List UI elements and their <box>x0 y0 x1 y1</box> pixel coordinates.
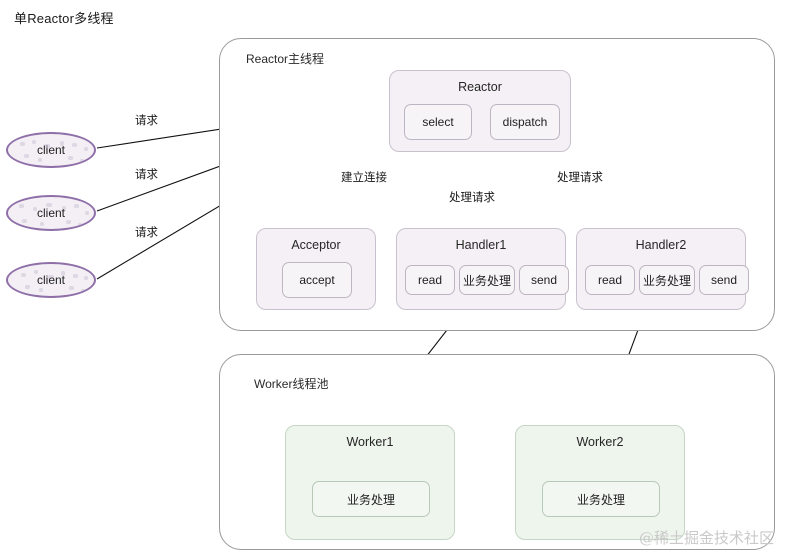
chip-accept[interactable]: accept <box>282 262 352 298</box>
edge-label-handle-request-right: 处理请求 <box>557 172 603 184</box>
client-node-3[interactable]: client <box>6 262 96 298</box>
edge-label-request-2: 请求 <box>135 169 158 181</box>
chip-handler1-read[interactable]: read <box>405 265 455 295</box>
edge-label-handle-request-mid: 处理请求 <box>449 192 495 204</box>
page-title: 单Reactor多线程 <box>14 11 114 26</box>
chip-dispatch[interactable]: dispatch <box>490 104 560 140</box>
chip-handler2-read[interactable]: read <box>585 265 635 295</box>
node-handler2-title: Handler2 <box>635 238 687 252</box>
edge-label-establish-connection: 建立连接 <box>341 172 387 184</box>
container-worker-pool-label: Worker线程池 <box>254 377 329 391</box>
node-worker1-title: Worker1 <box>346 435 394 449</box>
watermark: @稀土掘金技术社区 <box>638 529 774 547</box>
node-reactor-title: Reactor <box>458 80 502 94</box>
node-handler1-title: Handler1 <box>455 238 507 252</box>
edge-label-request-3: 请求 <box>135 227 158 239</box>
client-node-1[interactable]: client <box>6 132 96 168</box>
chip-handler2-send[interactable]: send <box>699 265 749 295</box>
chip-handler2-business[interactable]: 业务处理 <box>639 265 695 295</box>
node-handler2[interactable]: Handler2 read 业务处理 send <box>576 228 749 310</box>
chip-select[interactable]: select <box>404 104 472 140</box>
node-reactor[interactable]: Reactor select dispatch <box>389 70 571 152</box>
client-label: client <box>36 273 65 287</box>
chip-handler1-send[interactable]: send <box>519 265 569 295</box>
node-worker1[interactable]: Worker1 业务处理 <box>285 425 455 540</box>
container-reactor-thread-label: Reactor主线程 <box>246 52 325 66</box>
node-handler1[interactable]: Handler1 read 业务处理 send <box>396 228 569 310</box>
node-worker2[interactable]: Worker2 业务处理 <box>515 425 685 540</box>
chip-handler1-business[interactable]: 业务处理 <box>459 265 515 295</box>
node-acceptor[interactable]: Acceptor accept <box>256 228 376 310</box>
node-acceptor-title: Acceptor <box>291 238 341 252</box>
chip-worker1-business[interactable]: 业务处理 <box>312 481 430 517</box>
client-label: client <box>36 206 65 220</box>
edge-label-request-1: 请求 <box>135 115 158 127</box>
client-label: client <box>36 143 65 157</box>
node-worker2-title: Worker2 <box>576 435 624 449</box>
client-node-2[interactable]: client <box>6 195 96 231</box>
chip-worker2-business[interactable]: 业务处理 <box>542 481 660 517</box>
